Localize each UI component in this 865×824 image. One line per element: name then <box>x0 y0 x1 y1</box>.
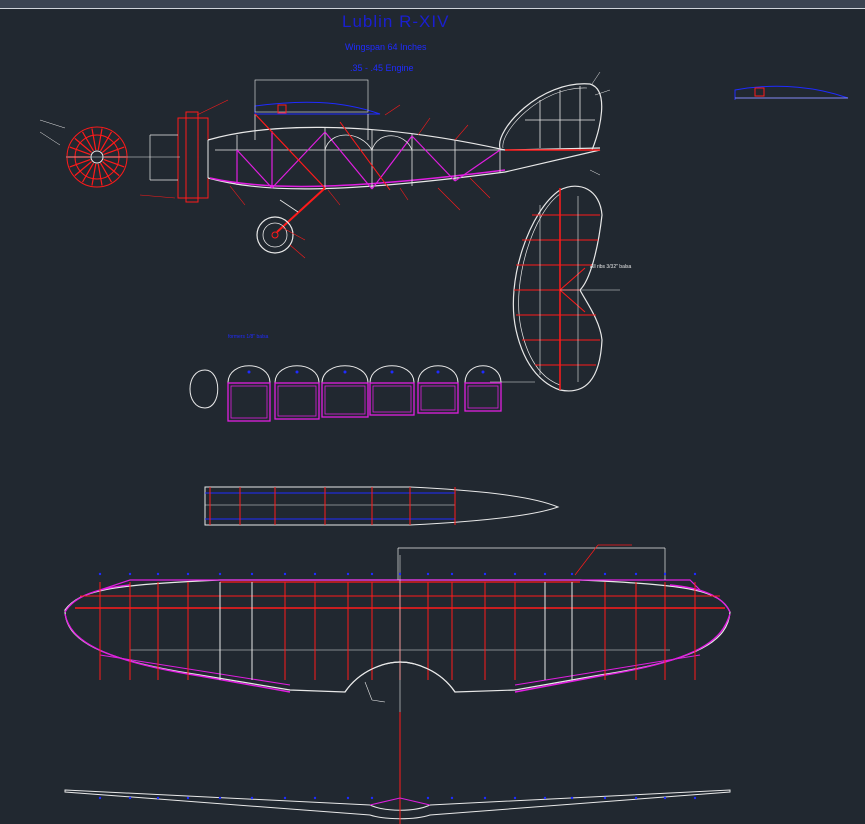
wing-center-panel <box>204 486 560 526</box>
rib-note-label: All ribs 3/32" balsa <box>590 264 632 270</box>
fuselage-formers <box>189 365 502 422</box>
engine-label: .35 - .45 Engine <box>350 63 414 73</box>
horizontal-stabilizer <box>490 185 620 392</box>
window-top-bar <box>0 0 865 9</box>
fuselage-side-view <box>39 71 611 259</box>
airfoil-section <box>734 85 849 100</box>
formers-note-label: formers 1/8" balsa <box>228 334 269 340</box>
wingspan-label: Wingspan 64 Inches <box>345 42 427 52</box>
wing-front-view <box>64 712 731 824</box>
drawing-title: Lublin R-XIV <box>342 12 450 31</box>
main-wing-planform <box>64 544 731 712</box>
